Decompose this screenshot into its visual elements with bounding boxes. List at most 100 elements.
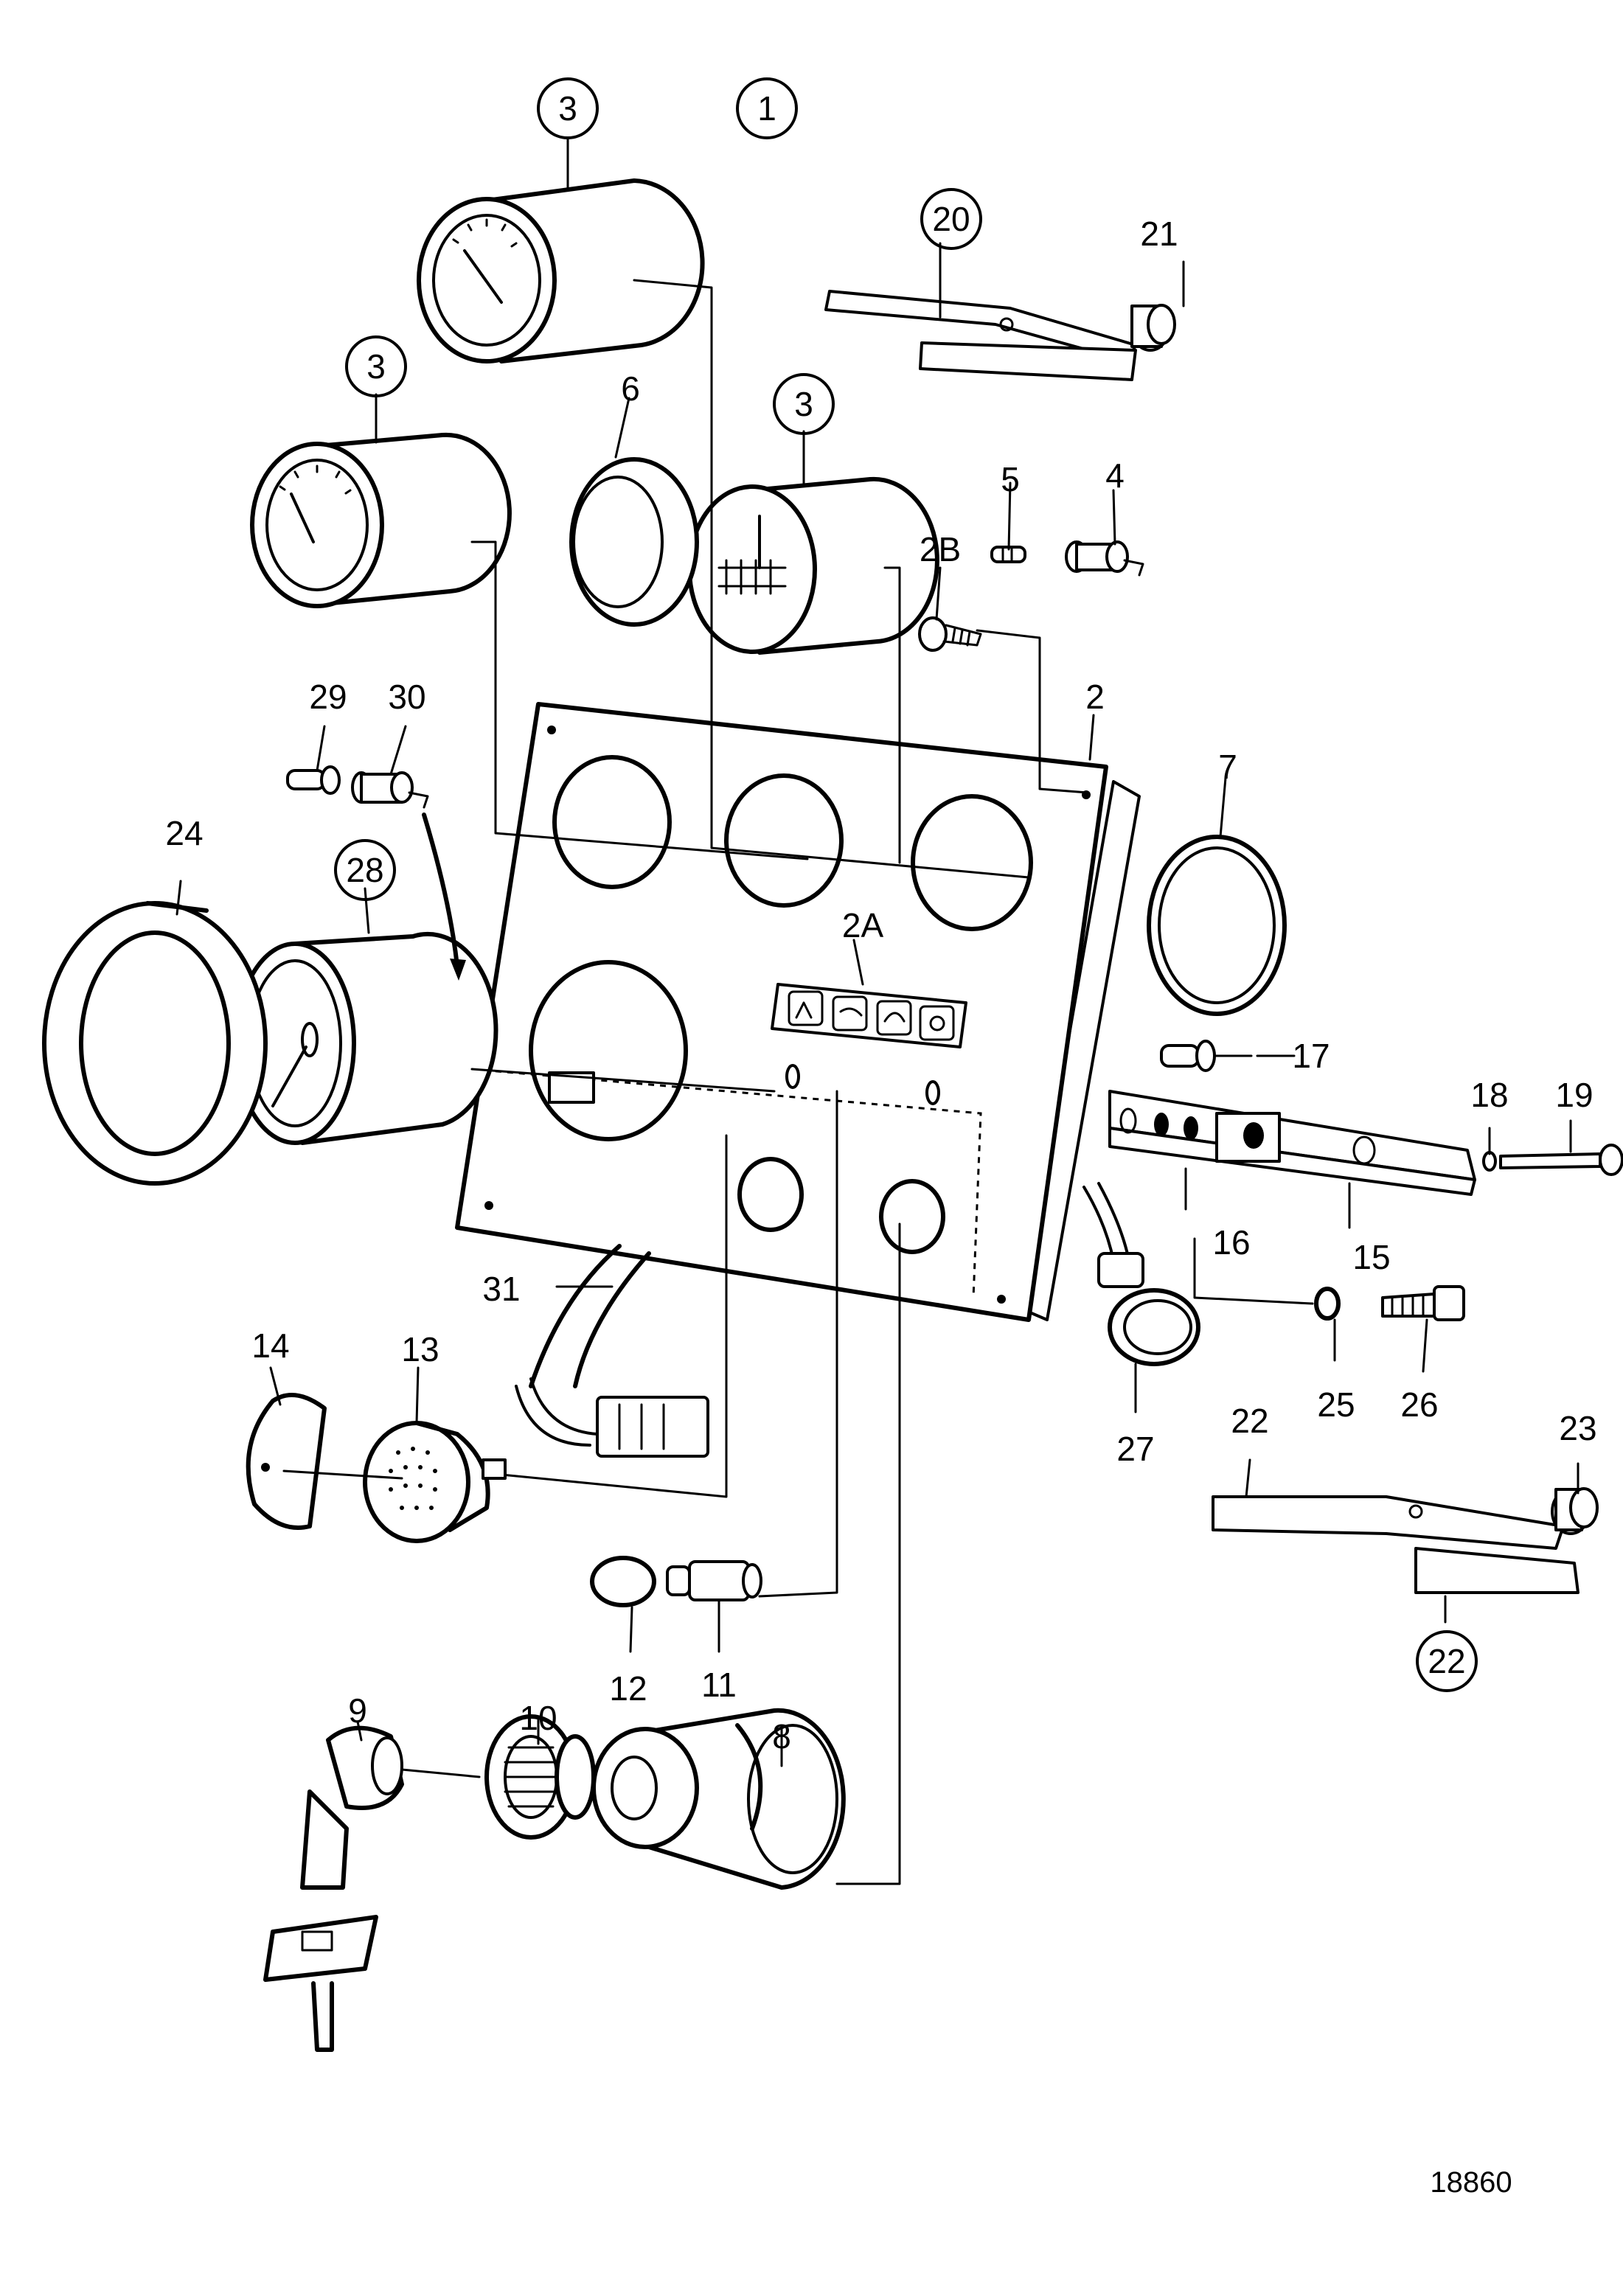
callout-text: 2B [920,530,961,568]
leader-line [400,1768,481,1778]
callout-text: 31 [482,1270,520,1308]
callout-text: 1 [757,89,776,128]
gauge-bezel-ring [569,457,699,627]
callout-text: 26 [1400,1385,1438,1424]
leader-line [883,566,901,864]
screw-26 [1381,1285,1465,1321]
nut-23 [1551,1487,1599,1535]
callout-14: 14 [251,1326,289,1365]
nut-21 [1130,304,1176,352]
leader-line [976,629,1089,794]
callout-text: 17 [1292,1037,1330,1075]
callout-11: 11 [701,1666,737,1704]
callout-22a: 22 [1231,1402,1268,1440]
callout-text: 12 [609,1669,647,1708]
washer-25 [1314,1287,1341,1321]
label-leaders [175,136,1579,1767]
callout-text: 3 [794,385,813,423]
instrument-panel-plate [455,702,1141,1322]
callout-17: 17 [1292,1037,1330,1075]
callout-text: 21 [1140,215,1178,253]
screw-19 [1499,1144,1623,1176]
callout-7: 7 [1218,748,1237,786]
buzzer-13 [363,1421,507,1543]
callout-1: 1 [736,77,798,139]
key-9 [263,1725,404,2052]
callout-text: 27 [1116,1430,1154,1468]
callout-text: 18 [1470,1076,1508,1114]
callout-18: 18 [1470,1076,1508,1114]
callout-text: 28 [346,851,383,889]
bracket-20 [824,290,1137,381]
callout-21: 21 [1140,215,1178,253]
callout-text: 2A [842,906,884,945]
callout-4: 4 [1105,456,1125,495]
callout-text: 7 [1218,748,1237,786]
leader-line [282,1469,403,1480]
callout-text: 25 [1317,1385,1355,1424]
bulb-17 [1160,1040,1253,1072]
gauge-top [417,178,705,363]
callout-text: 23 [1559,1409,1596,1447]
tachometer-bezel-ring [42,901,268,1186]
callout-19: 19 [1555,1076,1593,1114]
callout-16: 16 [1212,1223,1250,1262]
callout-25: 25 [1317,1385,1355,1424]
switch-27 [1082,1182,1200,1366]
callout-6: 6 [621,369,640,408]
callout-text: 24 [165,814,203,852]
screw-2b [918,616,982,652]
callout-text: 3 [558,89,577,128]
callout-text: 19 [1555,1076,1593,1114]
callout-text: 20 [932,200,970,238]
sealing-ring [1147,835,1287,1016]
callout-20: 20 [920,188,982,250]
callout-26: 26 [1400,1385,1438,1424]
callout-27: 27 [1116,1430,1154,1468]
callout-2: 2 [1085,678,1105,716]
leader-line [758,1090,838,1598]
callout-text: 11 [701,1666,737,1704]
lamp-holder-11 [666,1560,762,1601]
leader-line [1193,1237,1314,1305]
ignition-switch-8 [591,1708,846,1890]
callout-text: 29 [309,678,347,716]
callout-text: 16 [1212,1223,1250,1262]
callout-text: 22 [1231,1402,1268,1440]
leader-line [470,1068,776,1093]
callout-text: 6 [621,369,640,408]
bulb-29 [286,765,341,795]
callout-30: 30 [388,678,425,716]
bracket-22 [1212,1495,1579,1594]
leader-line [470,540,809,860]
callout-13: 13 [401,1330,439,1368]
callout-3c: 3 [773,373,835,435]
leader-line [500,1134,728,1498]
clamp-16 [1215,1112,1281,1163]
callout-text: 4 [1105,456,1125,495]
callout-24: 24 [165,814,203,852]
arrow [422,813,459,968]
callout-28: 28 [334,839,396,901]
lamp-lens-12 [590,1556,656,1607]
callout-text: 13 [401,1330,439,1368]
side-bracket-15 [1108,1090,1476,1196]
washer-18 [1482,1151,1497,1172]
callout-2b: 2B [920,530,961,568]
callout-text: 3 [366,347,386,386]
callout-text: 22 [1428,1642,1465,1680]
cap-14 [246,1393,327,1530]
gauge-left [250,432,512,608]
callout-circle [1416,1630,1478,1692]
callout-22b: 22 [1416,1630,1478,1692]
leader-line [633,279,1030,879]
callout-3b: 3 [345,335,407,397]
callout-2a: 2A [842,906,884,945]
drawing-number: 18860 [1430,2166,1512,2199]
tachometer-gauge [234,931,498,1145]
callout-text: 14 [251,1326,289,1365]
callout-text: 2 [1085,678,1105,716]
callout-text: 15 [1352,1238,1390,1276]
